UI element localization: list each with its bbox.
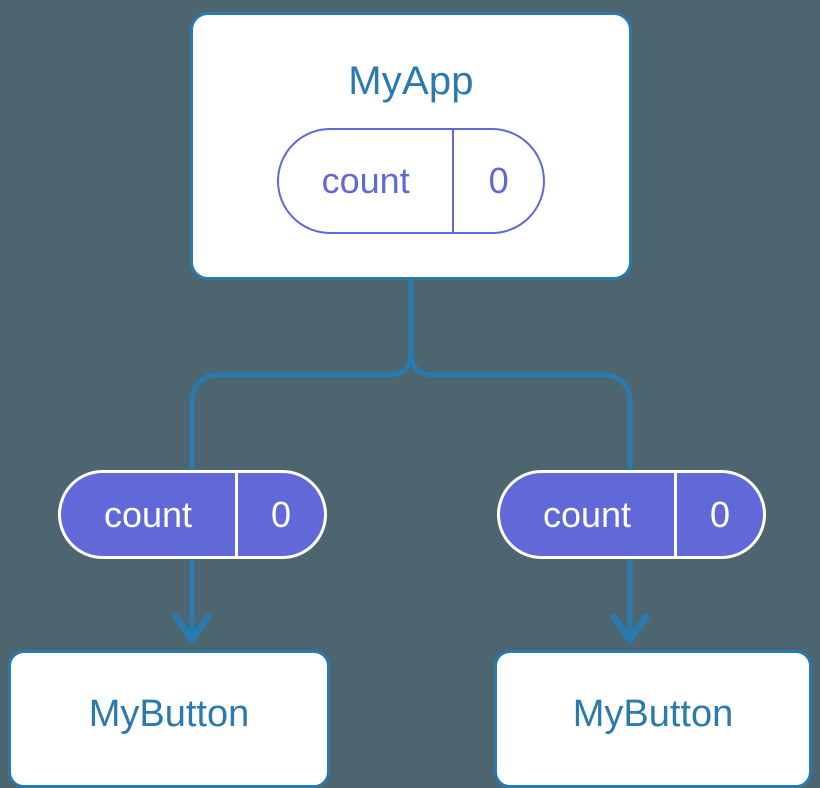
prop-key-label: count — [542, 493, 632, 535]
connector-branch-right — [408, 347, 633, 473]
connector-layer — [172, 277, 650, 644]
component-title-mybutton: MyButton — [88, 693, 250, 735]
arrow-head-left-icon — [172, 613, 212, 644]
component-title-mybutton: MyButton — [572, 693, 734, 735]
prop-value-label: 0 — [673, 473, 763, 556]
component-card-mybutton-left[interactable]: MyButton — [8, 650, 330, 788]
prop-pill-left[interactable]: count 0 — [58, 470, 327, 559]
state-value-label: 0 — [452, 130, 543, 232]
prop-key-label: count — [103, 493, 193, 535]
connector-branch-left — [189, 347, 414, 473]
prop-pill-right[interactable]: count 0 — [497, 470, 766, 559]
component-title-myapp: MyApp — [348, 59, 474, 103]
prop-value-label: 0 — [234, 473, 324, 556]
component-card-mybutton-right[interactable]: MyButton — [494, 650, 812, 788]
state-key-label: count — [321, 160, 410, 201]
arrow-head-right-icon — [610, 613, 650, 644]
state-pill-root[interactable]: count 0 — [277, 128, 545, 234]
diagram-canvas: MyApp count 0 count 0 count 0 MyButton M… — [8, 12, 812, 788]
